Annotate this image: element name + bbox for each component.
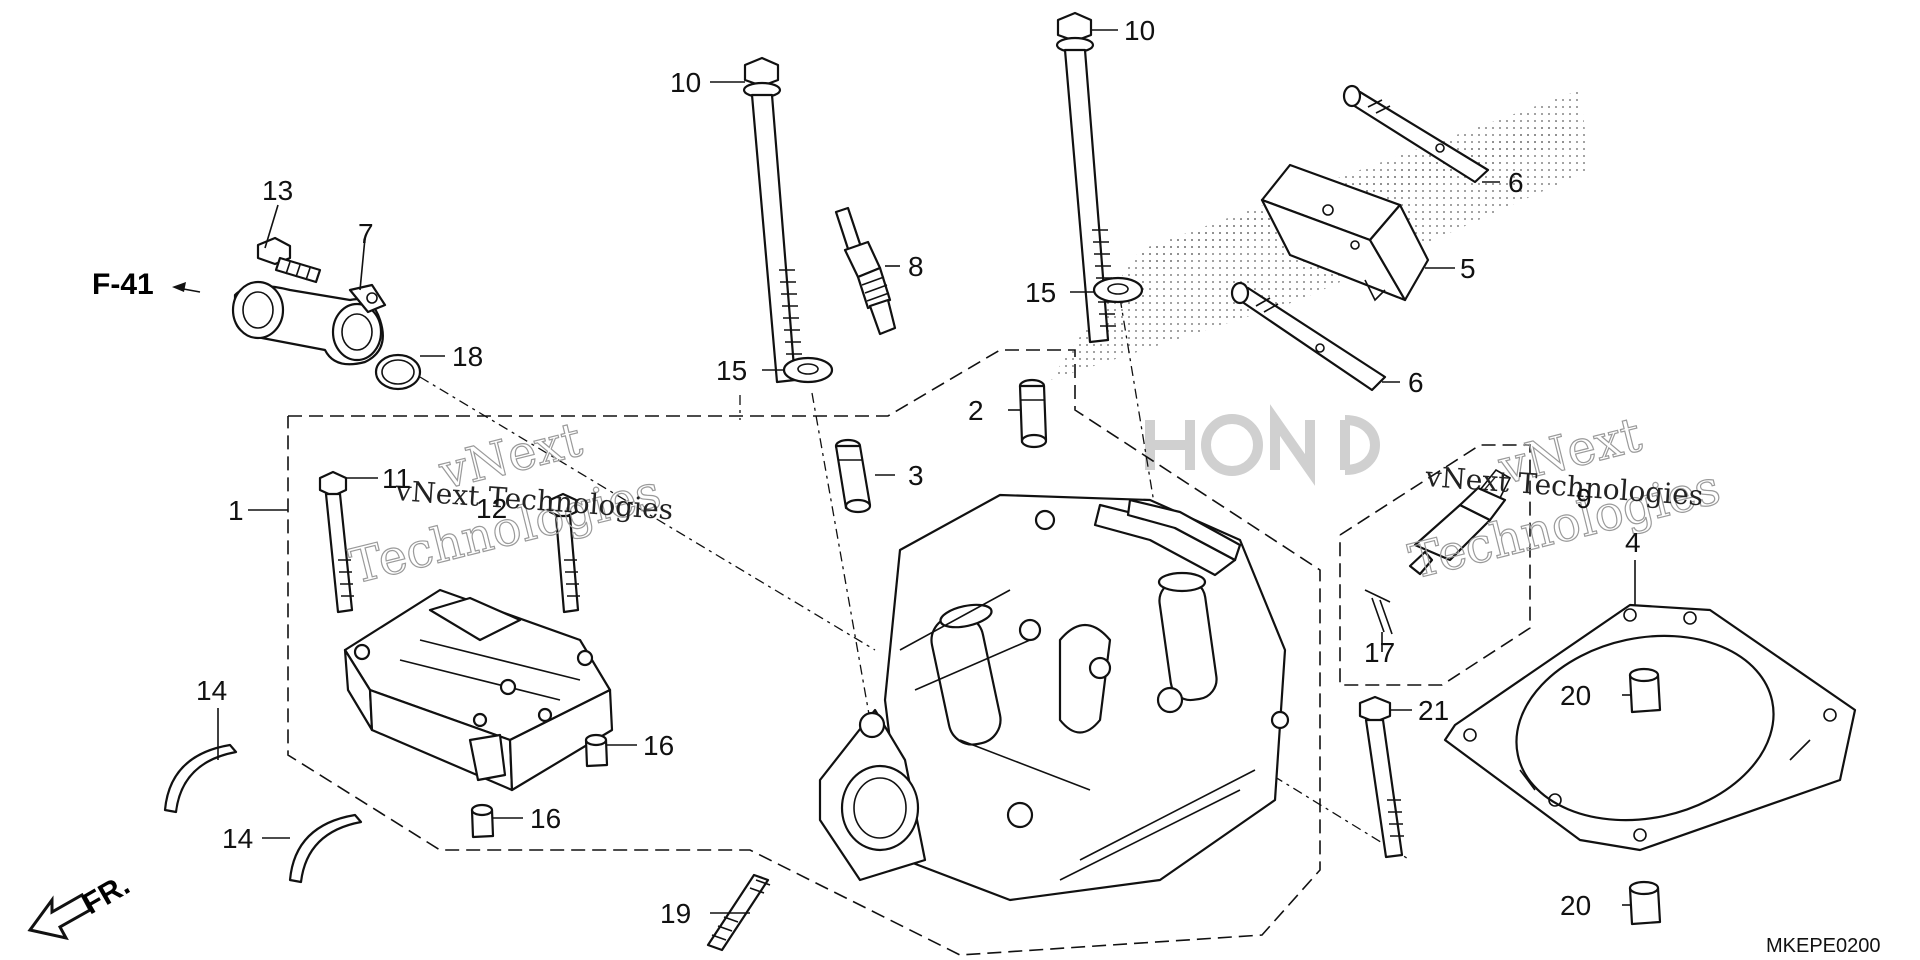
callout-8: 8	[908, 251, 924, 282]
callout-1: 1	[228, 495, 244, 526]
breather-pipe-upper	[1342, 84, 1490, 184]
bolt-21	[1358, 695, 1404, 859]
o-ring-18	[374, 353, 422, 391]
reed-insulator	[1260, 163, 1430, 302]
cylinder-head-assembly-boundary	[287, 349, 1321, 956]
dowel-pin-20-lower	[1628, 880, 1662, 926]
callout-11: 11	[382, 463, 411, 494]
callout-20-lower: 20	[1560, 890, 1591, 921]
flange-bolt-13	[256, 236, 322, 284]
camshaft-holder	[343, 588, 614, 792]
camshaft-holder-bolt-11	[318, 470, 354, 614]
camshaft-holder-bolt-12	[548, 492, 580, 614]
breather-pipe-lower	[1230, 281, 1387, 392]
callout-4: 4	[1625, 527, 1641, 558]
callout-3: 3	[908, 460, 924, 491]
cylinder-head-gasket	[1443, 603, 1857, 852]
cylinder-head-bolt-left	[742, 56, 803, 384]
diagram-code: MKEPE0200	[1766, 935, 1881, 957]
callout-7: 7	[358, 218, 374, 249]
callout-6-upper: 6	[1508, 167, 1524, 198]
washer-left	[782, 356, 834, 384]
valve-guide-3	[834, 438, 872, 514]
callout-6-lower: 6	[1408, 367, 1424, 398]
water-outlet-joint	[231, 280, 387, 366]
callout-12: 12	[476, 493, 507, 524]
f41-arrowhead	[172, 282, 186, 292]
callout-18: 18	[452, 341, 483, 372]
callout-15-right: 15	[1025, 277, 1056, 308]
callout-13: 13	[262, 175, 293, 206]
dowel-pin-16-lower	[470, 803, 495, 839]
front-direction-arrow-icon	[27, 892, 93, 941]
callout-15-left: 15	[716, 355, 747, 386]
clip-17	[1364, 589, 1393, 635]
callout-2: 2	[968, 395, 984, 426]
reference-label-f41: F-41	[92, 268, 154, 301]
cylinder-head-bolt-right	[1055, 11, 1116, 344]
guide-clip-14-lower	[288, 813, 363, 884]
washer-right	[1092, 276, 1144, 304]
leader-lines	[177, 29, 1636, 914]
spark-plug	[834, 206, 897, 336]
callout-10-left: 10	[670, 67, 701, 98]
callout-21: 21	[1418, 695, 1449, 726]
callout-20-upper: 20	[1560, 680, 1591, 711]
callout-19: 19	[660, 898, 691, 929]
dowel-pin-20-upper	[1628, 667, 1662, 714]
temperature-sensor-group-boundary	[1339, 444, 1531, 686]
valve-guide-2	[1018, 378, 1048, 449]
callout-14-lower: 14	[222, 823, 253, 854]
callout-14-upper: 14	[196, 675, 227, 706]
temperature-sensor	[1408, 468, 1512, 576]
callout-9: 9	[1576, 483, 1592, 514]
callout-16-upper: 16	[643, 730, 674, 761]
callout-10-right: 10	[1124, 15, 1155, 46]
cylinder-head	[818, 493, 1290, 902]
callout-17: 17	[1364, 637, 1395, 668]
dowel-pin-16-upper	[584, 733, 609, 768]
guide-clip-14-upper	[163, 743, 238, 814]
callout-16-lower: 16	[530, 803, 561, 834]
callout-5: 5	[1460, 253, 1476, 284]
